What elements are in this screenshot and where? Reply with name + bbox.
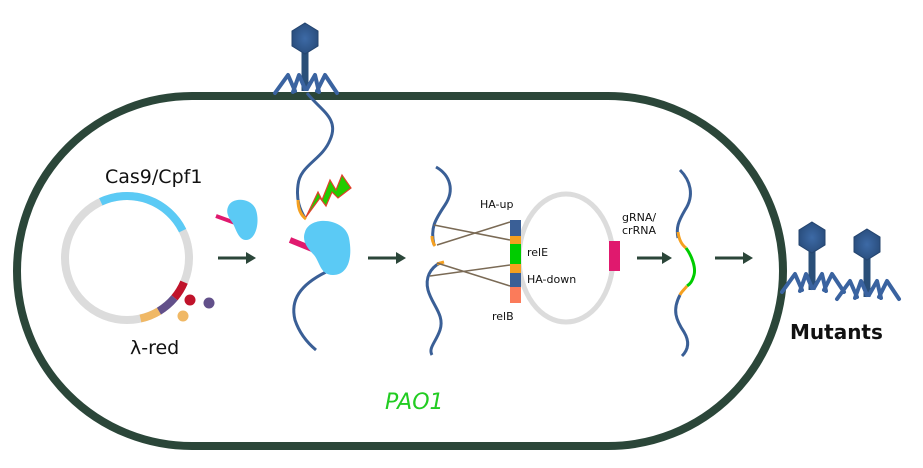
crossover-lines bbox=[429, 221, 511, 287]
lambda-red-protein-dot bbox=[203, 297, 215, 309]
mutant-phage-icon bbox=[837, 229, 899, 299]
edited-genome-strand bbox=[674, 294, 690, 358]
grna-label-line2: crRNA bbox=[622, 224, 656, 237]
arrow-icon bbox=[368, 252, 406, 264]
relb-label: relB bbox=[492, 310, 514, 323]
homology-arm bbox=[678, 285, 689, 296]
cas-protein bbox=[227, 199, 258, 240]
ha-up-label: HA-up bbox=[480, 198, 514, 211]
cas-lambda-red-plasmid bbox=[60, 192, 193, 324]
cleavage-lightning-icon bbox=[305, 173, 352, 218]
arrow-icon bbox=[637, 252, 672, 264]
mutants-label: Mutants bbox=[790, 320, 883, 344]
rele-insert bbox=[684, 247, 696, 288]
lambda-red-protein-dot bbox=[177, 310, 189, 322]
relb-segment bbox=[510, 287, 521, 303]
phage-icon-infecting bbox=[275, 23, 337, 93]
edited-genome-strand bbox=[675, 168, 692, 239]
ha-down-segment bbox=[510, 273, 521, 287]
homology-arm bbox=[430, 235, 437, 247]
bacterial-cell-wall bbox=[13, 92, 787, 450]
mutant-phage-icon bbox=[782, 222, 844, 292]
arrow-icon bbox=[715, 252, 753, 264]
homology-arm bbox=[296, 199, 307, 221]
homology-junction bbox=[510, 236, 521, 244]
genome-dna-strand-upper bbox=[431, 165, 452, 246]
ha-up-segment bbox=[510, 220, 521, 236]
rele-label: relE bbox=[527, 246, 549, 259]
rele-segment bbox=[510, 244, 521, 264]
grna-label-line1: gRNA/ bbox=[622, 211, 657, 224]
homology-junction bbox=[510, 264, 521, 273]
genome-dna-strand-lower bbox=[425, 261, 443, 356]
ha-down-label: HA-down bbox=[527, 273, 577, 286]
lambda-red-label: λ-red bbox=[130, 337, 180, 359]
phage-dna-strand bbox=[292, 270, 327, 352]
grna-segment bbox=[609, 241, 620, 271]
cas-protein bbox=[304, 220, 351, 275]
cas-label: Cas9/Cpf1 bbox=[105, 166, 203, 188]
strain-label: PAO1 bbox=[385, 390, 444, 415]
homology-arm bbox=[676, 231, 687, 250]
lambda-red-protein-dot bbox=[184, 294, 196, 306]
arrow-icon bbox=[218, 252, 256, 264]
